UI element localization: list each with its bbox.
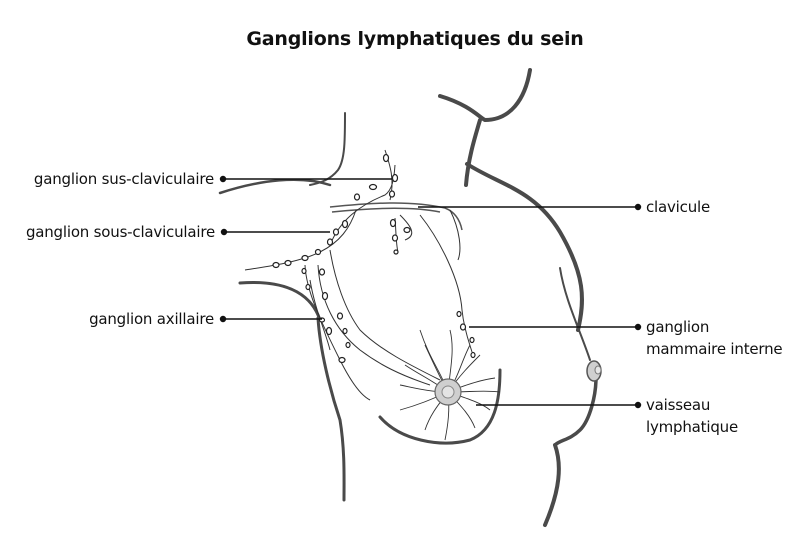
label-ganglion-sous-claviculaire: ganglion sous-claviculaire [25,223,215,241]
nipple-side [586,360,602,382]
diagram-title: Ganglions lymphatiques du sein [246,28,584,50]
label-vaisseau-lymphatique-line2: lymphatique [646,418,738,436]
label-vaisseau-lymphatique-line1: vaisseau [646,396,711,414]
areola [434,378,462,406]
label-ganglion-sus-claviculaire: ganglion sus-claviculaire [33,170,214,188]
label-ganglion-mammaire-interne-line1: ganglion [646,318,710,336]
lymph-nodes [272,153,476,364]
label-ganglion-axillaire: ganglion axillaire [89,310,214,328]
lymph-vessels [244,149,473,401]
leader-lines [219,175,642,409]
label-clavicule: clavicule [646,198,711,216]
body-outline [218,68,598,527]
label-ganglion-mammaire-interne-line2: mammaire interne [646,340,783,358]
